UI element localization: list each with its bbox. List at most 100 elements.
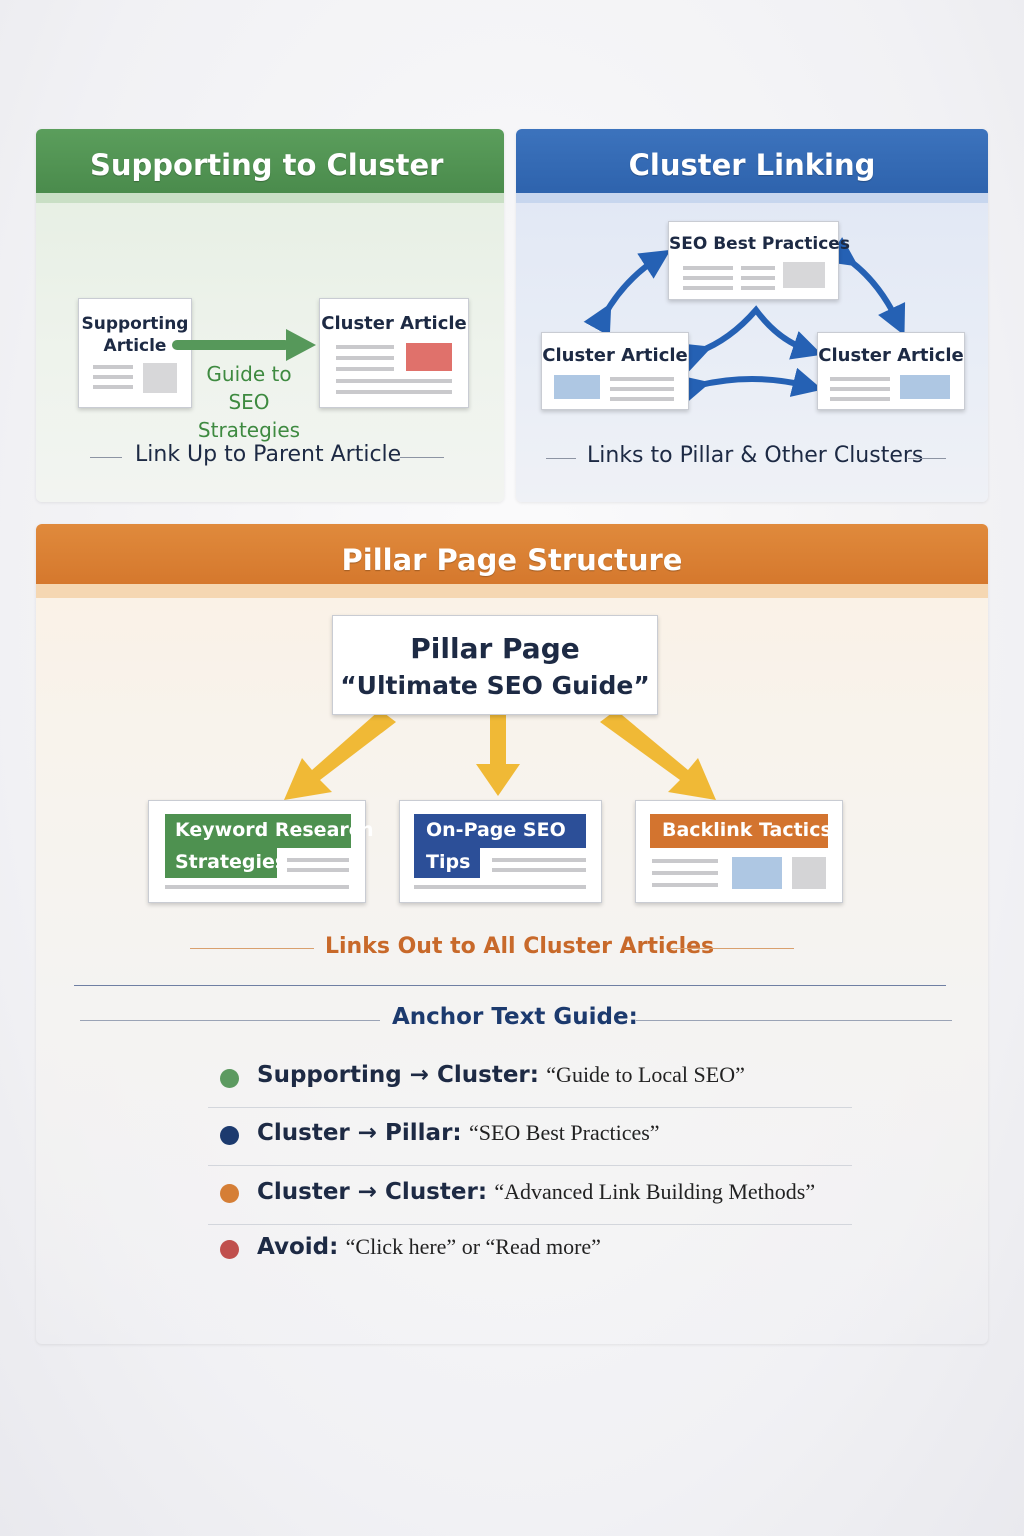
- cluster-article-card: Cluster Article: [319, 298, 469, 408]
- pillar-page-title: Pillar Page: [410, 632, 580, 665]
- navy-dot-icon: [220, 1126, 239, 1145]
- keyword-research-banner: Keyword Research Strategies: [165, 814, 374, 878]
- row-separator: [208, 1224, 852, 1225]
- seo-best-practices-title: SEO Best Practices: [669, 234, 850, 254]
- text-line: [741, 276, 775, 280]
- anchor-text-line1: Guide to: [206, 362, 292, 386]
- text-line: [93, 375, 133, 379]
- pillar-page-subtitle: “Ultimate SEO Guide”: [340, 671, 650, 700]
- seo-best-practices-card: SEO Best Practices: [668, 221, 850, 300]
- anchor-guide-example: “Advanced Link Building Methods”: [494, 1179, 816, 1204]
- pillar-panel-header: Pillar Page Structure: [36, 524, 988, 598]
- pillar-out-arrows: [284, 710, 716, 800]
- keyword-research-card: Keyword Research Strategies: [148, 800, 374, 903]
- image-placeholder: [900, 375, 950, 399]
- on-page-seo-banner: On-Page SEO Tips: [414, 814, 586, 878]
- pillar-page-card: Pillar Page “Ultimate SEO Guide”: [332, 615, 658, 715]
- cluster-panel-title: Cluster Linking: [628, 148, 876, 182]
- anchor-guide-label: Cluster → Pillar:: [257, 1120, 462, 1146]
- cluster-article-right-card: Cluster Article: [817, 332, 965, 410]
- orange-dot-icon: [220, 1184, 239, 1203]
- caption-rule: [546, 458, 576, 459]
- backlink-tactics-title: Backlink Tactics: [662, 819, 832, 841]
- supporting-article-title-line1: Supporting: [81, 314, 189, 334]
- text-line: [830, 377, 890, 381]
- text-line: [683, 286, 733, 290]
- text-line: [287, 858, 349, 862]
- banner-bar: [165, 814, 351, 848]
- supporting-article-card: Supporting Article: [78, 298, 192, 408]
- text-line: [492, 858, 586, 862]
- anchor-guide-item: Cluster → Cluster: “Advanced Link Buildi…: [257, 1179, 815, 1205]
- anchor-guide-example: “Click here” or “Read more”: [345, 1234, 601, 1259]
- green-dot-icon: [220, 1069, 239, 1088]
- text-line: [336, 390, 452, 394]
- on-page-seo-line2: Tips: [426, 851, 471, 873]
- supporting-article-title-line2: Article: [103, 336, 167, 356]
- text-line: [830, 397, 890, 401]
- text-line: [683, 266, 733, 270]
- text-line: [652, 883, 718, 887]
- caption-rule: [90, 457, 122, 458]
- supporting-caption: Link Up to Parent Article: [135, 442, 402, 467]
- anchor-guide-item: Supporting → Cluster: “Guide to Local SE…: [257, 1062, 745, 1088]
- text-line: [610, 397, 674, 401]
- keyword-research-line2: Strategies: [175, 851, 287, 873]
- on-page-seo-card: On-Page SEO Tips: [399, 800, 602, 903]
- banner-bar: [414, 814, 586, 848]
- text-line: [492, 868, 586, 872]
- cluster-panel-header: Cluster Linking: [516, 129, 988, 203]
- row-separator: [208, 1107, 852, 1108]
- text-line: [93, 365, 133, 369]
- anchor-guide-label: Cluster → Cluster:: [257, 1179, 488, 1205]
- on-page-seo-line1: On-Page SEO: [426, 819, 566, 841]
- anchor-guide-label: Avoid:: [257, 1234, 339, 1260]
- text-line: [336, 356, 394, 360]
- text-line: [414, 885, 586, 889]
- text-line: [610, 377, 674, 381]
- anchor-text-line2: SEO Strategies: [197, 390, 301, 442]
- text-line: [610, 387, 674, 391]
- banner-bar: [165, 848, 277, 878]
- image-placeholder: [783, 262, 825, 288]
- anchor-guide-heading: Anchor Text Guide:: [392, 1004, 638, 1030]
- text-line: [336, 345, 394, 349]
- image-placeholder: [406, 343, 452, 371]
- supporting-panel-title: Supporting to Cluster: [90, 148, 444, 182]
- anchor-guide-item: Cluster → Pillar: “SEO Best Practices”: [257, 1120, 660, 1146]
- cluster-article-left-card: Cluster Article: [541, 332, 689, 410]
- anchor-guide-example: “Guide to Local SEO”: [546, 1062, 745, 1087]
- text-line: [336, 379, 452, 383]
- cluster-article-title: Cluster Article: [321, 313, 467, 334]
- cluster-link-arrows: [583, 237, 906, 405]
- caption-rule: [400, 457, 444, 458]
- text-line: [652, 859, 718, 863]
- anchor-text-label: Guide to SEO Strategies: [196, 360, 302, 444]
- anchor-guide-item: Avoid: “Click here” or “Read more”: [257, 1234, 601, 1260]
- cluster-article-left-title: Cluster Article: [542, 345, 688, 366]
- image-placeholder: [554, 375, 600, 399]
- text-line: [287, 868, 349, 872]
- red-dot-icon: [220, 1240, 239, 1259]
- image-placeholder: [732, 857, 782, 889]
- keyword-research-line1: Keyword Research: [175, 819, 374, 841]
- pillar-panel-title: Pillar Page Structure: [341, 543, 683, 577]
- heading-rule: [636, 1020, 952, 1021]
- image-placeholder: [143, 363, 177, 393]
- text-line: [336, 367, 394, 371]
- banner-bar: [414, 848, 480, 878]
- image-placeholder: [792, 857, 826, 889]
- pillar-caption: Links Out to All Cluster Articles: [325, 934, 715, 959]
- cluster-article-right-title: Cluster Article: [818, 345, 964, 366]
- text-line: [741, 286, 775, 290]
- supporting-panel-header: Supporting to Cluster: [36, 129, 504, 203]
- cluster-caption: Links to Pillar & Other Clusters: [587, 443, 924, 468]
- backlink-tactics-banner: Backlink Tactics: [650, 814, 832, 848]
- text-line: [741, 266, 775, 270]
- text-line: [683, 276, 733, 280]
- anchor-guide-example: “SEO Best Practices”: [468, 1120, 660, 1145]
- heading-rule: [80, 1020, 380, 1021]
- caption-rule: [670, 948, 794, 949]
- text-line: [652, 871, 718, 875]
- supporting-link-arrow: [172, 329, 316, 361]
